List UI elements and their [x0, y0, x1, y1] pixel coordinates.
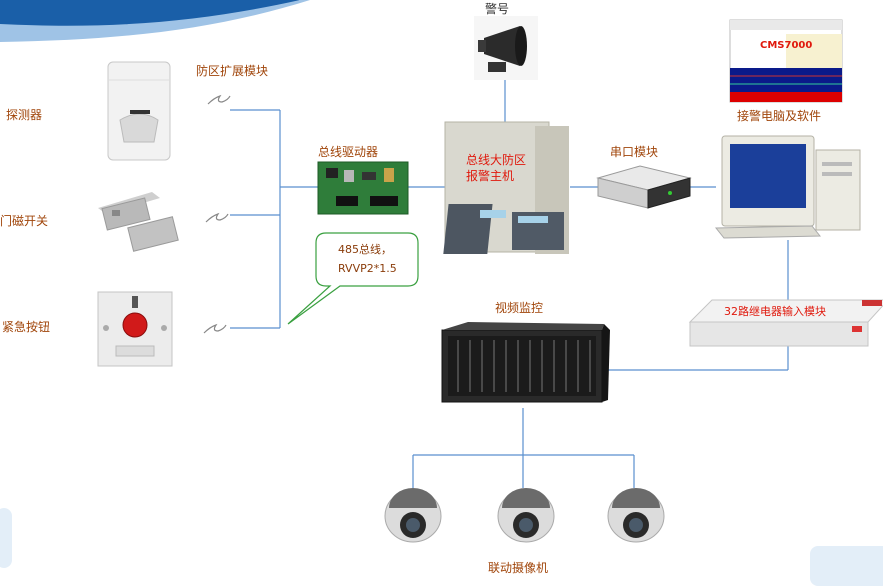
bus-driver-board — [317, 161, 409, 215]
host-label: 总线大防区 报警主机 — [466, 153, 527, 183]
siren-label: 警号 — [485, 2, 510, 16]
software-screenshot — [729, 19, 843, 103]
software-brand: CMS7000 — [760, 40, 813, 51]
pir-detector — [107, 61, 171, 161]
cameras-label: 联动摄像机 — [488, 561, 549, 575]
alarm-pc — [714, 135, 861, 239]
door-switch-label: 门磁开关 — [0, 214, 49, 228]
callout-bubble — [287, 232, 419, 325]
panic-button — [97, 291, 173, 367]
door-magnet-switch — [98, 192, 179, 252]
right-corner-tab — [810, 546, 883, 586]
video-matrix — [441, 322, 610, 403]
zone-module-label: 防区扩展模块 — [196, 64, 269, 78]
video-label: 视频监控 — [495, 301, 544, 315]
header-swoosh-light — [0, 0, 310, 42]
serial-module-label: 串口模块 — [610, 145, 659, 159]
siren — [474, 16, 538, 80]
pc-software-label: 接警电脑及软件 — [737, 109, 822, 123]
video-matrix-slots — [457, 340, 591, 392]
dome-camera-3 — [607, 488, 665, 543]
relay-module-label: 32路继电器输入模块 — [724, 305, 826, 318]
left-corner-tab — [0, 508, 12, 568]
panic-button-label: 紧急按钮 — [2, 320, 51, 334]
callout-line-1: 485总线， — [338, 243, 392, 256]
alarm-host-panel — [443, 121, 569, 254]
bus-driver-label: 总线驱动器 — [318, 145, 379, 159]
dome-camera-1 — [384, 488, 442, 543]
dome-camera-2 — [497, 488, 555, 543]
callout-text: 485总线， RVVP2*1.5 — [338, 240, 397, 278]
serial-module — [596, 165, 692, 209]
callout-line-2: RVVP2*1.5 — [338, 262, 397, 275]
detector-label: 探测器 — [6, 108, 43, 122]
relay-module — [688, 299, 883, 347]
